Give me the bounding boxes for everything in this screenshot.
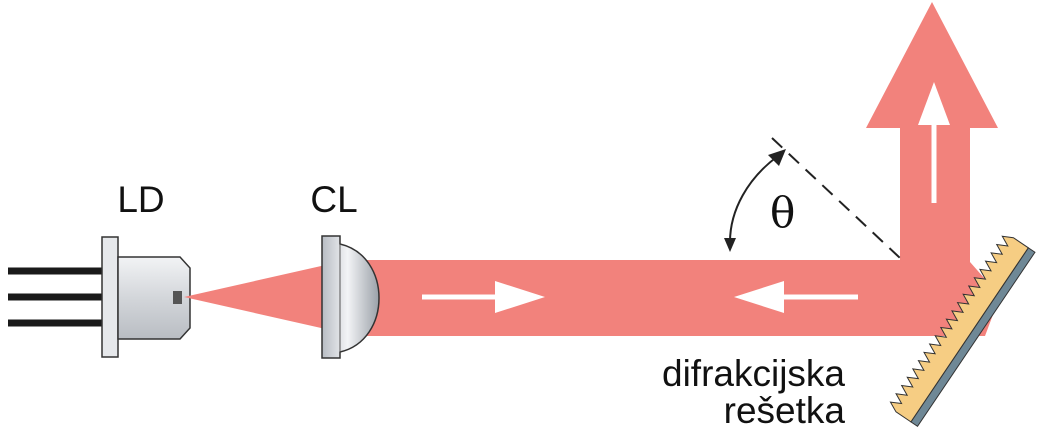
beam-arrows xyxy=(422,82,950,313)
laser-diode-leads xyxy=(8,267,104,327)
diffraction-grating xyxy=(889,235,1036,428)
laser-diode-window xyxy=(173,291,182,304)
diverging-beam xyxy=(184,264,330,330)
grating-label-line1: difrakcijska xyxy=(662,353,845,394)
angle-marker: θ xyxy=(724,137,901,259)
arrow-right xyxy=(422,281,545,313)
arrow-left xyxy=(734,281,858,313)
laser-diode-flange xyxy=(101,236,119,358)
collimating-lens xyxy=(321,235,380,359)
collimated-beam xyxy=(330,2,1000,336)
arrow-up xyxy=(918,82,950,203)
laser-diode-label: LD xyxy=(117,179,164,220)
grating-normal-dashed-line xyxy=(771,137,901,259)
angle-arrowhead-top xyxy=(768,149,786,166)
lens-body xyxy=(321,235,380,359)
laser-diode-can xyxy=(117,256,191,340)
collimating-lens-label: CL xyxy=(310,179,357,220)
laser-beam xyxy=(184,2,1000,336)
angle-label: θ xyxy=(770,188,795,237)
angle-arc xyxy=(729,155,779,243)
angle-arrowhead-bottom xyxy=(724,238,736,252)
grating-ruled-surface xyxy=(889,235,1030,423)
grating-label-line2: rešetka xyxy=(724,390,846,430)
laser-diode xyxy=(101,236,191,358)
